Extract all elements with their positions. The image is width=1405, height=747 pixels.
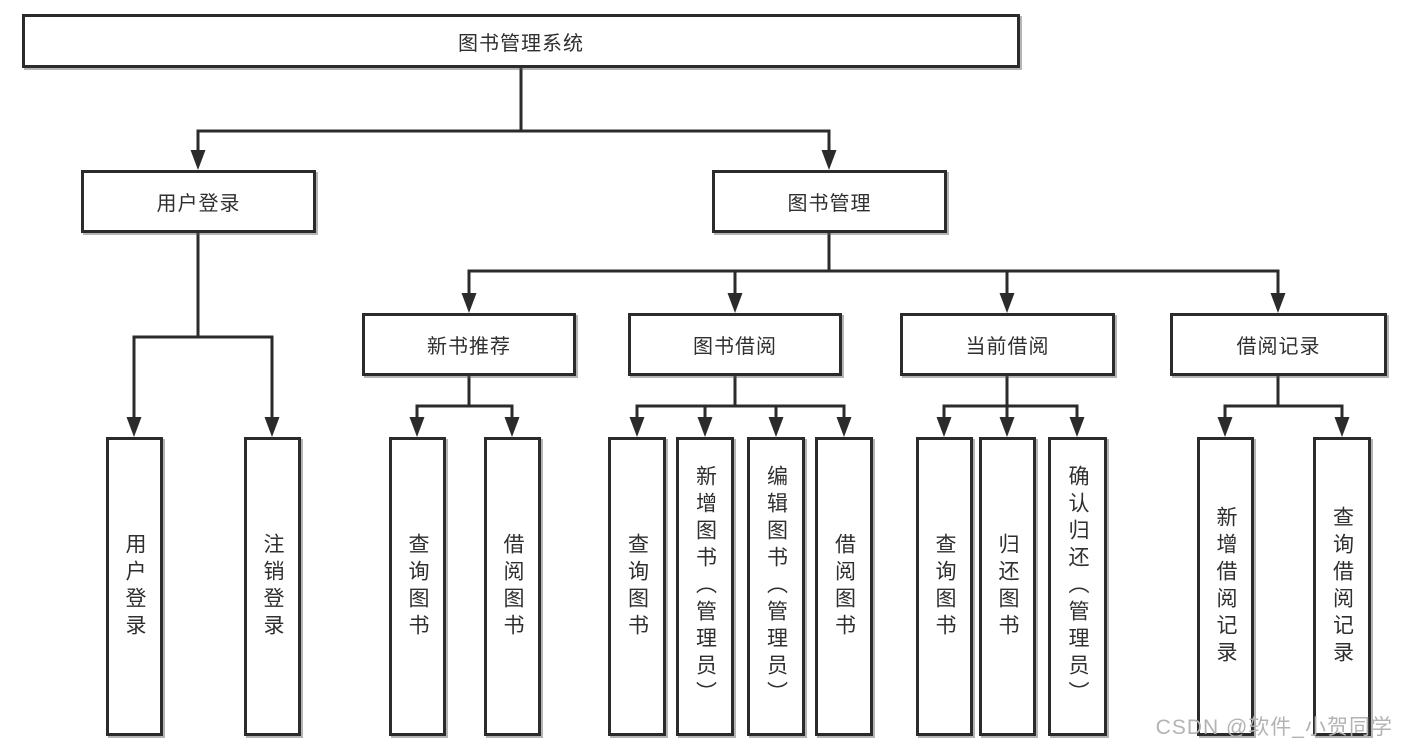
- leaf-query-borrow-record: 查询借阅记录: [1313, 437, 1371, 736]
- leaf-query-books-current: 查询图书: [916, 437, 973, 736]
- node-new-book-recommend: 新书推荐: [362, 313, 576, 376]
- leaf-confirm-return-admin: 确认归还（管理员）: [1048, 437, 1107, 736]
- node-borrow-records: 借阅记录: [1170, 313, 1387, 376]
- leaf-logout: 注销登录: [244, 437, 301, 736]
- node-user-login: 用户登录: [81, 170, 316, 233]
- leaf-edit-book-admin: 编辑图书（管理员）: [747, 437, 805, 736]
- leaf-return-book: 归还图书: [979, 437, 1036, 736]
- leaf-add-book-admin: 新增图书（管理员）: [676, 437, 734, 736]
- node-book-management: 图书管理: [712, 170, 947, 233]
- leaf-user-login: 用户登录: [106, 437, 163, 736]
- leaf-borrow-books-recommend: 借阅图书: [484, 437, 541, 736]
- watermark: CSDN @软件_小贺同学: [1155, 716, 1393, 739]
- leaf-add-borrow-record: 新增借阅记录: [1197, 437, 1254, 736]
- leaf-query-books-recommend: 查询图书: [389, 437, 446, 736]
- node-root: 图书管理系统: [22, 14, 1020, 68]
- leaf-query-books-borrow: 查询图书: [608, 437, 666, 736]
- node-book-borrow: 图书借阅: [628, 313, 842, 376]
- leaf-borrow-books-borrow: 借阅图书: [815, 437, 873, 736]
- node-current-borrow: 当前借阅: [900, 313, 1115, 376]
